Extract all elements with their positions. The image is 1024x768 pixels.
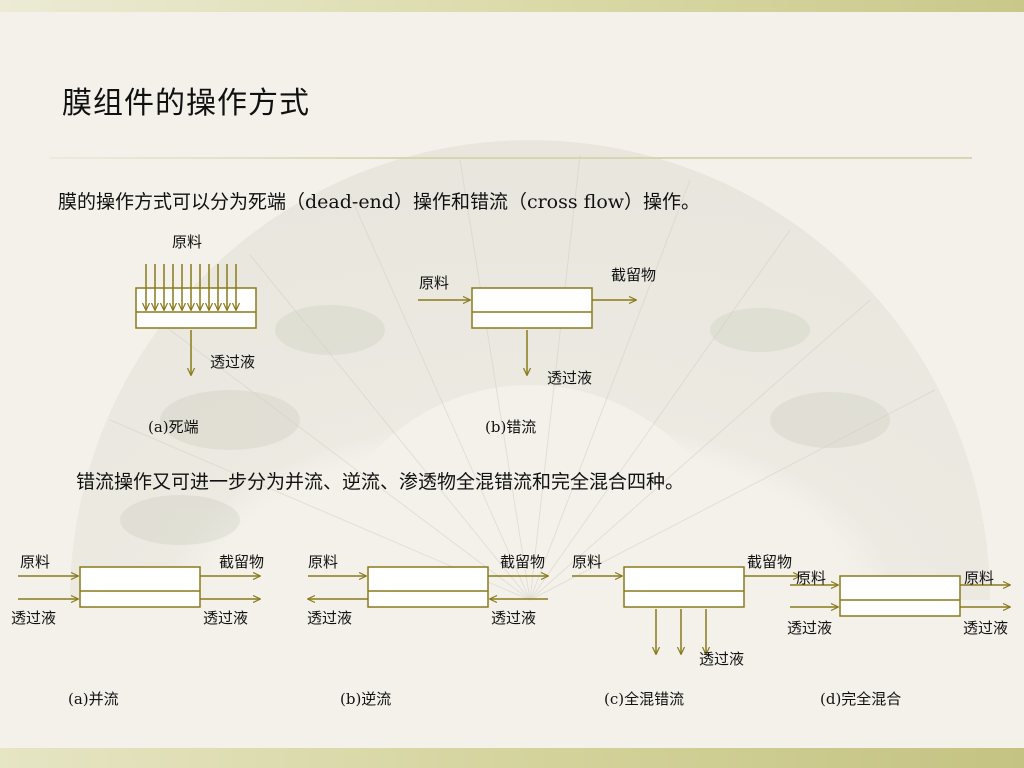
countercurrent-module-box [367, 566, 489, 608]
cross-flow-feed-label: 原料 [419, 274, 450, 292]
permeate-mixed-feed-label: 原料 [572, 553, 603, 571]
cross-flow-caption: (b)错流 [485, 418, 537, 436]
dead-end-diagram [135, 264, 257, 375]
countercurrent-feed-label: 原料 [308, 553, 339, 571]
cross-flow-module-box [471, 287, 593, 329]
countercurrent-permeate-out-label: 透过液 [307, 609, 353, 627]
permeate-mixed-permeate-label: 透过液 [699, 650, 745, 668]
dead-end-feed-arrows [146, 264, 236, 310]
cross-flow-diagram [418, 287, 636, 375]
countercurrent-caption: (b)逆流 [340, 690, 392, 708]
subdivision-text: 错流操作又可进一步分为并流、逆流、渗透物全混错流和完全混合四种。 [76, 471, 685, 493]
cocurrent-feed-label: 原料 [20, 553, 51, 571]
cross-flow-permeate-label: 透过液 [547, 369, 593, 387]
permeate-mixed-retentate-label: 截留物 [747, 553, 793, 571]
dead-end-permeate-label: 透过液 [210, 353, 256, 371]
top-decorative-band [0, 0, 1024, 12]
cocurrent-permeate-out-label: 透过液 [203, 609, 249, 627]
countercurrent-permeate-in-label: 透过液 [491, 609, 537, 627]
complete-mix-diagram [790, 575, 1010, 617]
dead-end-feed-label: 原料 [172, 233, 203, 251]
bottom-decorative-band [0, 748, 1024, 768]
cocurrent-retentate-label: 截留物 [219, 553, 265, 571]
cocurrent-diagram [18, 566, 260, 608]
complete-mix-caption: (d)完全混合 [820, 690, 902, 708]
dead-end-module-box [135, 287, 257, 329]
cocurrent-caption: (a)并流 [68, 690, 119, 708]
complete-mix-module-box [839, 575, 961, 617]
cocurrent-module-box [79, 566, 201, 608]
complete-mix-permeate-out-label: 透过液 [963, 619, 1009, 637]
complete-mix-permeate-in-label: 透过液 [787, 619, 833, 637]
cross-flow-retentate-label: 截留物 [611, 266, 657, 284]
cocurrent-permeate-in-label: 透过液 [11, 609, 57, 627]
complete-mix-feed-label: 原料 [796, 569, 827, 587]
dead-end-caption: (a)死端 [148, 418, 199, 436]
countercurrent-retentate-label: 截留物 [500, 553, 546, 571]
permeate-mixed-module-box [623, 566, 745, 608]
intro-text: 膜的操作方式可以分为死端（dead-end）操作和错流（cross flow）操… [58, 191, 701, 213]
permeate-mixed-caption: (c)全混错流 [604, 690, 685, 708]
title-divider [50, 157, 972, 159]
slide-title: 膜组件的操作方式 [62, 86, 310, 121]
countercurrent-diagram [308, 566, 548, 608]
complete-mix-retentate-label: 原料 [964, 569, 995, 587]
permeate-mixed-diagram [572, 566, 800, 654]
